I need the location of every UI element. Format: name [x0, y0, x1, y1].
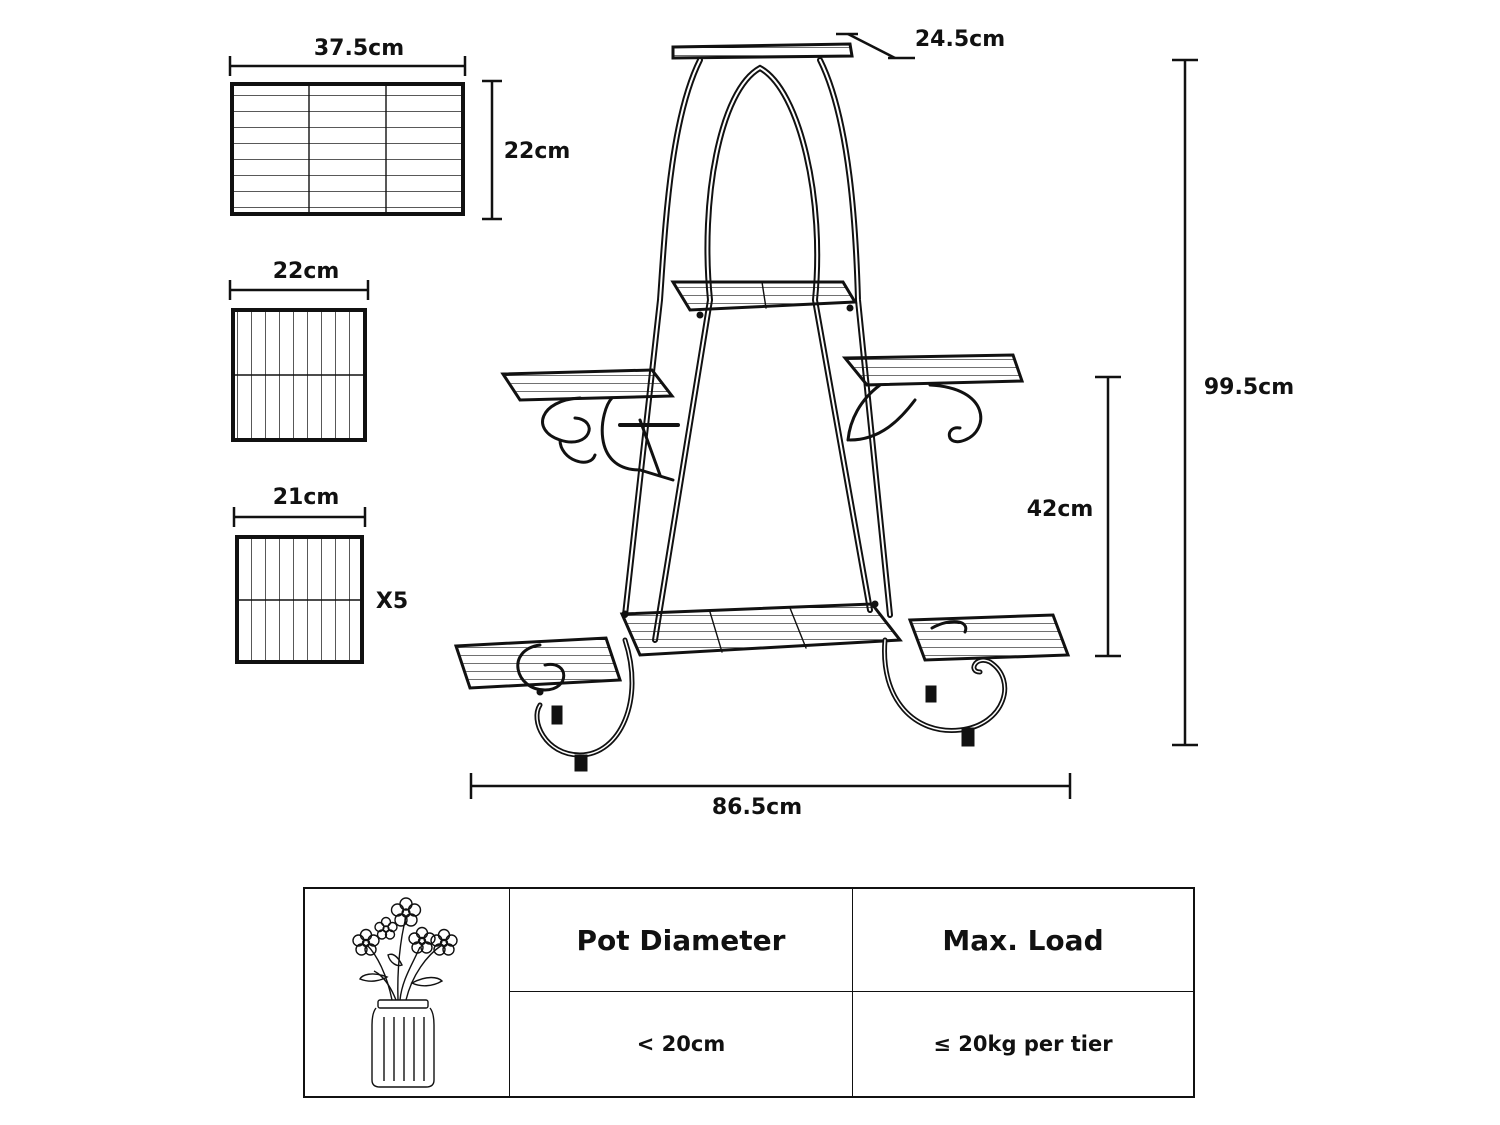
max-load-value: ≤ 20kg per tier: [933, 1032, 1113, 1056]
tier-spacing-marker: [1095, 375, 1121, 658]
pot-diameter-header-cell: Pot Diameter: [510, 889, 853, 992]
small-panel-drawing: [232, 507, 367, 664]
top-panel-depth-label: 22cm: [504, 139, 571, 164]
plant-stand-diagram: 37.5cm 22cm 22cm 21cm X5: [228, 27, 1294, 820]
max-load-header: Max. Load: [942, 923, 1104, 957]
middle-panel-width-label: 22cm: [273, 259, 340, 284]
small-panel-width-label: 21cm: [273, 485, 340, 510]
top-shelf-depth-label: 24.5cm: [915, 27, 1005, 52]
total-height-label: 99.5cm: [1204, 375, 1294, 400]
middle-panel-drawing: [228, 280, 370, 442]
max-load-header-cell: Max. Load: [853, 889, 1193, 992]
top-panel-width-label: 37.5cm: [314, 36, 404, 61]
pot-diameter-value-cell: < 20cm: [510, 992, 853, 1096]
spec-table: Pot Diameter Max. Load < 20cm ≤ 20kg per…: [303, 887, 1195, 1098]
tier-spacing-label: 42cm: [1027, 497, 1094, 522]
vase-with-flowers-icon: [352, 897, 458, 1088]
total-height-marker: [1172, 58, 1198, 747]
small-panel-count-label: X5: [376, 589, 408, 614]
top-panel-drawing: [228, 56, 502, 221]
plant-stand-frame: [453, 42, 1071, 772]
pot-diameter-header: Pot Diameter: [576, 923, 786, 957]
vase-cell: [305, 889, 510, 1096]
top-shelf-depth-marker: [836, 32, 915, 60]
pot-diameter-value: < 20cm: [636, 1032, 726, 1056]
max-load-value-cell: ≤ 20kg per tier: [853, 992, 1193, 1096]
total-width-marker: [469, 773, 1072, 799]
total-width-label: 86.5cm: [712, 795, 802, 820]
